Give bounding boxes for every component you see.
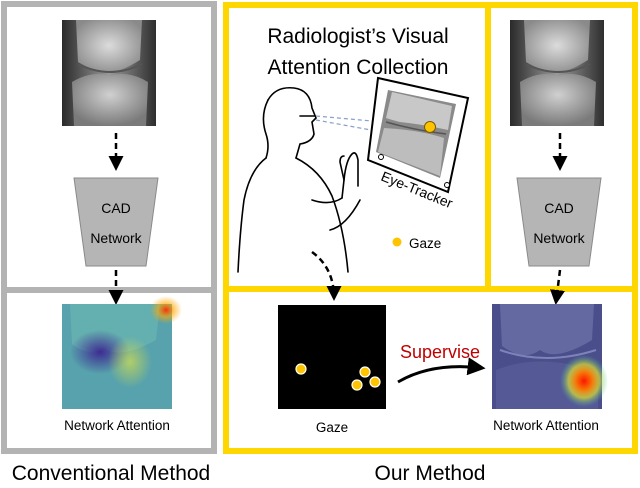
gaze-point: [369, 376, 381, 388]
gaze-map-caption: Gaze: [316, 420, 348, 435]
our-method-label: Our Method: [375, 462, 486, 483]
our-arrow-2: [550, 269, 565, 305]
our-attention-heatmap: [492, 304, 608, 409]
our-panel: Radiologist’s Visual Attention Collectio…: [223, 2, 638, 454]
gaze-point: [295, 363, 307, 375]
our-attention-caption: Network Attention: [493, 418, 599, 433]
gaze-point: [351, 379, 363, 391]
conventional-panel: CAD Network Network Attention: [1, 1, 217, 454]
gaze-legend-label: Gaze: [409, 236, 441, 251]
our-cad-label: CAD: [544, 200, 574, 216]
conventional-outer-border: [1, 1, 217, 454]
gaze-point: [359, 366, 371, 378]
collection-title-line1: Radiologist’s Visual: [267, 25, 448, 48]
conventional-xray-image: [62, 20, 156, 126]
eye-tracker-monitor: Eye-Tracker: [366, 76, 470, 211]
conventional-attention-caption: Network Attention: [64, 418, 170, 433]
supervise-arrow: [397, 357, 486, 384]
our-network-label: Network: [533, 230, 585, 246]
our-cad-network: CAD Network: [516, 177, 602, 267]
our-outer-border: [223, 2, 638, 454]
conventional-cad-network: CAD Network: [73, 177, 159, 267]
gaze-map: [278, 305, 386, 409]
conventional-network-label: Network: [90, 230, 142, 246]
gaze-legend-dot: [392, 237, 402, 247]
sight-line-2: [315, 119, 405, 137]
radiologist-illustration: [237, 86, 361, 273]
our-xray-image: [510, 20, 604, 126]
collection-to-gaze-arrow: [311, 250, 342, 301]
conventional-attention-heatmap: [62, 296, 182, 409]
monitor-gaze-dot: [424, 121, 436, 133]
conventional-method-label: Conventional Method: [12, 462, 210, 483]
collection-title-line2: Attention Collection: [268, 56, 449, 79]
conventional-cad-label: CAD: [101, 200, 131, 216]
supervise-label: Supervise: [400, 342, 480, 362]
